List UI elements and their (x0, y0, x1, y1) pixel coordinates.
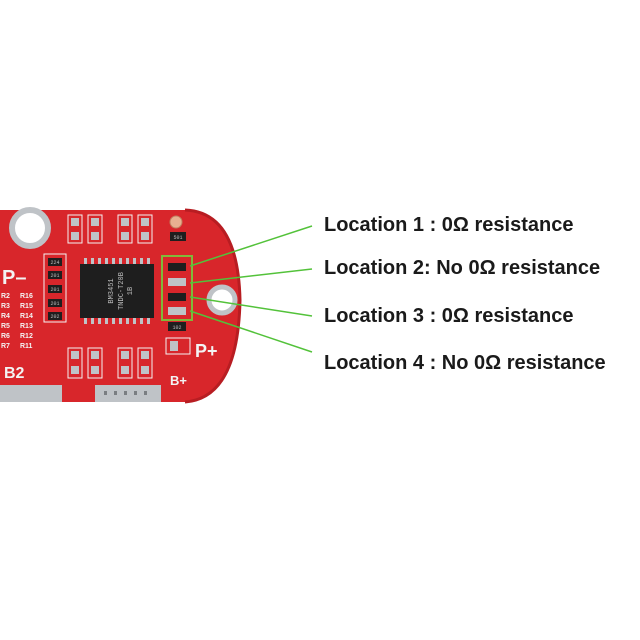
callout-line-2 (189, 268, 313, 284)
silk-label-b2: B2 (4, 365, 25, 382)
silk-label-r6: R6 (1, 333, 10, 340)
silk-label-r14: R14 (20, 313, 33, 320)
smd-code: 224 (50, 260, 59, 266)
silk-label-r13: R13 (20, 323, 33, 330)
mosfet-pads-bottom (71, 351, 149, 374)
silk-label-b-plus: B+ (170, 373, 187, 388)
chip-marking-2: TNDC-T20B (118, 272, 126, 310)
smd-code: 201 (50, 301, 59, 307)
location-highlight-box (161, 255, 193, 321)
protection-ic (80, 264, 154, 318)
pcb-board-edge (184, 208, 242, 404)
silk-label-r2: R2 (1, 293, 10, 300)
resistor-column-left (43, 253, 67, 323)
mosfet-row-bottom (67, 347, 153, 379)
connector-left (0, 385, 62, 402)
silk-label-r12: R12 (20, 333, 33, 340)
silk-label-r4: R4 (1, 313, 10, 320)
smd-code: 501 (173, 235, 182, 241)
silk-label-p-minus: P– (2, 267, 26, 289)
callout-label-location-2: Location 2: No 0Ω resistance (324, 257, 601, 279)
callout-line-1 (189, 225, 313, 267)
location-resistors (168, 263, 186, 315)
chip-pins (84, 258, 150, 324)
silk-label-r7: R7 (1, 343, 10, 350)
connector-right (95, 385, 161, 402)
smd-code: 202 (50, 314, 59, 320)
callout-label-location-3: Location 3 : 0Ω resistance (324, 305, 574, 327)
mounting-hole-top (9, 207, 51, 249)
mosfet-pads-top (71, 218, 149, 240)
callout-line-4 (189, 310, 313, 353)
silk-label-r5: R5 (1, 323, 10, 330)
mosfet-row-top (67, 214, 153, 244)
chip-marking-1: BM3451 (108, 278, 116, 303)
smd-code: 201 (50, 273, 59, 279)
silk-label-r16: R16 (20, 293, 33, 300)
silk-label-r11: R11 (20, 343, 33, 350)
test-via (169, 215, 183, 229)
callout-label-location-4: Location 4 : No 0Ω resistance (324, 352, 606, 374)
callout-lines (189, 225, 313, 353)
silk-label-r15: R15 (20, 303, 33, 310)
callout-line-3 (189, 296, 313, 317)
smd-code: 201 (50, 287, 59, 293)
connector-pins (104, 391, 147, 395)
silk-label-r3: R3 (1, 303, 10, 310)
right-components (165, 232, 191, 355)
callout-label-location-1: Location 1 : 0Ω resistance (324, 214, 574, 236)
chip-marking-3: 1B (127, 287, 135, 295)
silk-label-p-plus: P+ (195, 341, 218, 361)
smd-code: 102 (172, 325, 181, 331)
